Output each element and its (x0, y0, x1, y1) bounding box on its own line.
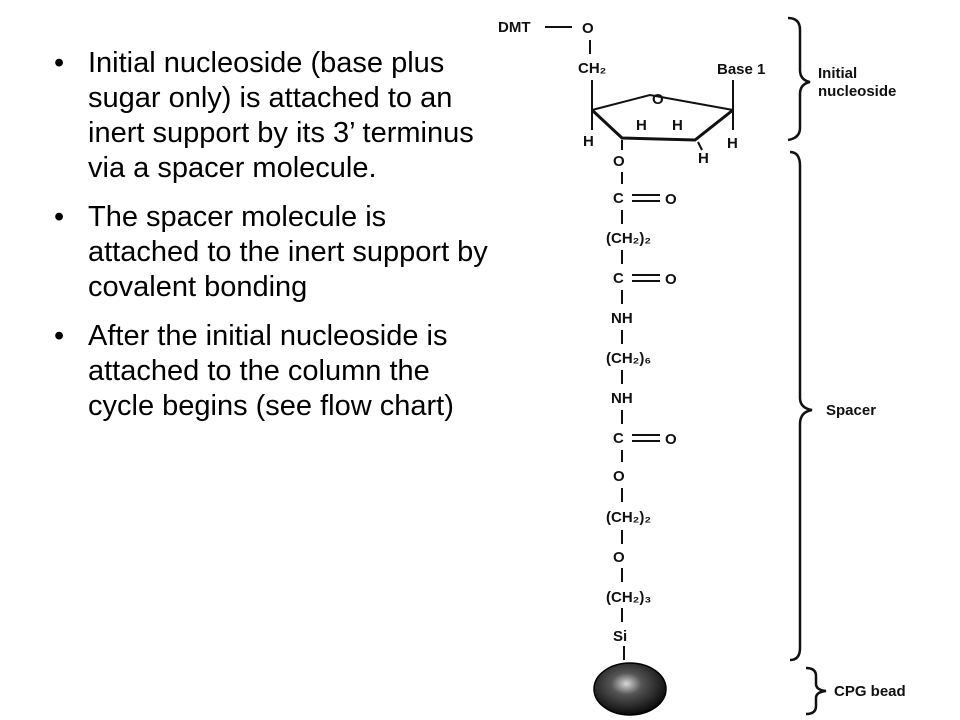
atom-h-bottom: H (698, 150, 709, 167)
bond-h-bottom (697, 141, 703, 151)
atom-h-left: H (583, 133, 594, 150)
atom-o-c1: O (665, 191, 677, 208)
atom-c-1: C (613, 190, 624, 207)
atom-o-c3: O (665, 431, 677, 448)
label-spacer: Spacer (826, 402, 876, 419)
bullet-text: Initial nucleoside (base plus sugar only… (88, 47, 474, 184)
atom-c-3: C (613, 430, 624, 447)
group-ch2-2b: (CH₂)₂ (606, 509, 651, 526)
base-1-label: Base 1 (717, 61, 765, 78)
atom-h-inner-1: H (636, 117, 647, 134)
group-ch2-2a: (CH₂)₂ (606, 230, 651, 247)
label-initial-nucleoside-line2: nucleoside (818, 83, 896, 100)
bullet-text: The spacer molecule is attached to the i… (88, 201, 488, 303)
group-ch2-6: (CH₂)₆ (606, 350, 651, 367)
group-nh-1: NH (611, 310, 633, 327)
atom-o-3prime: O (613, 153, 625, 170)
brace-initial-nucleoside (787, 16, 811, 142)
atom-ch2-top: CH₂ (578, 60, 606, 77)
atom-o-top: O (582, 20, 594, 37)
atom-h-right: H (727, 135, 738, 152)
group-ch2-3: (CH₂)₃ (606, 589, 651, 606)
atom-o-link-2: O (613, 549, 625, 566)
brace-cpg-bead (805, 666, 827, 716)
bullet-dot: • (54, 201, 65, 233)
bullet-item: • After the initial nucleoside is attach… (50, 319, 490, 424)
atom-h-inner-2: H (672, 117, 683, 134)
cpg-bead (593, 662, 667, 716)
atom-c-2: C (613, 270, 624, 287)
oligo-synthesis-structure-diagram: DMT O CH₂ Base 1 O H H H H H O C O (CH₂)… (498, 16, 906, 716)
bullet-list: • Initial nucleoside (base plus sugar on… (50, 46, 490, 438)
label-cpg-bead: CPG bead (834, 683, 906, 700)
ring-oxygen: O (652, 91, 664, 108)
bullet-item: • Initial nucleoside (base plus sugar on… (50, 46, 490, 186)
atom-si: Si (613, 628, 627, 645)
bullet-dot: • (54, 320, 65, 352)
brace-spacer (789, 150, 813, 662)
sugar-ring (591, 93, 734, 111)
label-initial-nucleoside-line1: Initial (818, 65, 857, 82)
bullet-text: After the initial nucleoside is attached… (88, 320, 454, 422)
bullet-dot: • (54, 47, 65, 79)
group-nh-2: NH (611, 390, 633, 407)
dmt-label: DMT (498, 19, 531, 36)
atom-o-link: O (613, 468, 625, 485)
bullet-item: • The spacer molecule is attached to the… (50, 200, 490, 305)
sugar-ring-lower (590, 108, 734, 142)
atom-o-c2: O (665, 271, 677, 288)
